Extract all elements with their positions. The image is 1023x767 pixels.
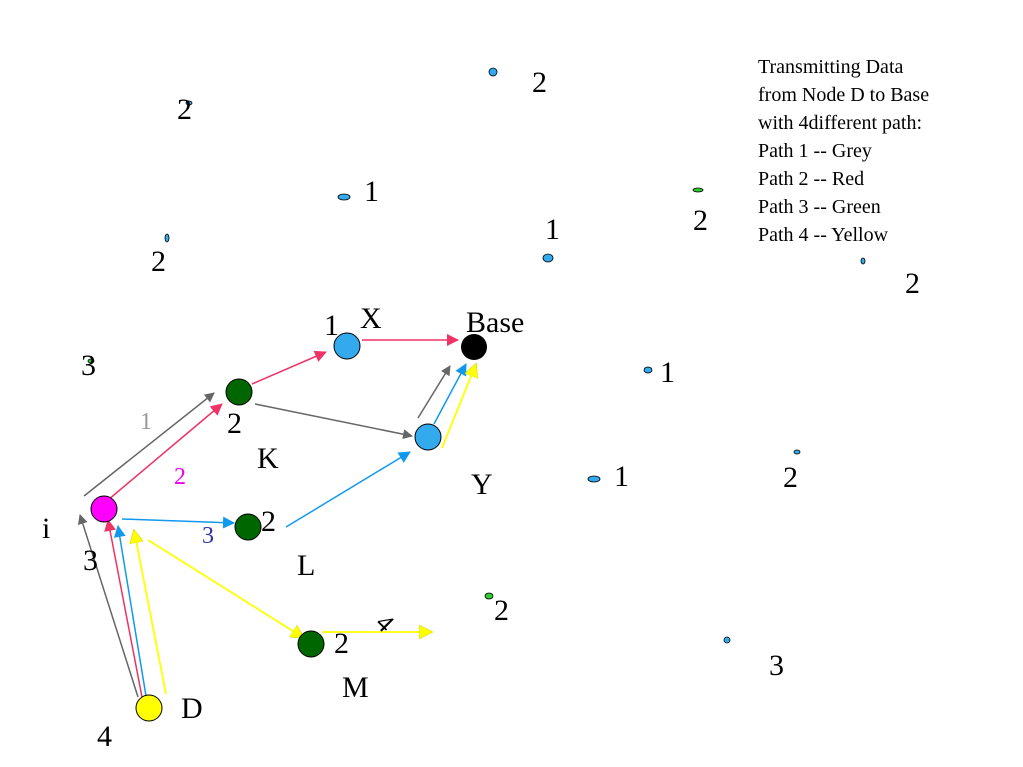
edge-i-l-blue (121, 516, 235, 529)
scatter-label: 2 (693, 204, 708, 237)
legend-line-7: Path 4 -- Yellow (758, 224, 889, 246)
sensor-dot (643, 366, 653, 374)
edge-i-k-red (107, 403, 223, 501)
label-x: X (360, 302, 382, 335)
scatter-label: 1 (614, 460, 629, 493)
sensor-dot (484, 592, 494, 600)
sensor-dot (542, 253, 554, 263)
node-l (234, 513, 262, 541)
sensor-dot (164, 233, 170, 243)
node-d (135, 694, 163, 722)
node-base (461, 334, 487, 360)
value-d: 4 (97, 720, 112, 753)
sensor-dot (185, 100, 193, 106)
edge-y-base-blue (433, 363, 467, 425)
scatter-label: 2 (532, 66, 547, 99)
label-l: L (297, 549, 315, 582)
node-i (90, 495, 118, 523)
edge-d-i-red (104, 519, 143, 698)
edge-i-m-yellow (147, 539, 304, 638)
legend-line-1: Transmitting Data (758, 56, 903, 78)
label-m: M (342, 671, 369, 704)
edge-d-i-blue (113, 525, 147, 697)
scatter-label: 1 (545, 213, 560, 246)
scatter-label: 3 (769, 649, 784, 682)
edge-k-y-grey (254, 403, 413, 440)
label-k: K (257, 442, 279, 475)
value-i: 3 (83, 544, 98, 577)
value-m: 2 (334, 627, 349, 660)
legend-line-4: Path 1 -- Grey (758, 140, 872, 162)
node-x (333, 332, 361, 360)
sensor-dot (692, 187, 704, 193)
value-x: 1 (324, 309, 339, 342)
edge-d-i-yellow (134, 530, 167, 695)
legend: Transmitting Data from Node D to Base wi… (758, 56, 929, 246)
label-base: Base (466, 306, 524, 339)
edge-k-x-red (251, 350, 327, 385)
scatter-label: 1 (364, 175, 379, 208)
node-m (297, 630, 325, 658)
scatter-label: 3 (81, 349, 96, 382)
scatter-label: 2 (783, 461, 798, 494)
path-label-2: 2 (174, 464, 186, 490)
sensor-dot (860, 257, 866, 265)
sensor-dot (587, 475, 601, 483)
scatter-label: 2 (905, 267, 920, 300)
path-label-1: 1 (140, 409, 152, 435)
sensor-dot (723, 636, 731, 644)
edge-y-base-grey (417, 365, 451, 419)
path-label-3: 3 (202, 523, 214, 549)
edge-y-base-yellow (441, 364, 476, 449)
scatter-label: 2 (494, 594, 509, 627)
label-y: Y (471, 468, 493, 501)
legend-line-5: Path 2 -- Red (758, 168, 864, 190)
sensor-dot (488, 67, 498, 77)
legend-line-2: from Node D to Base (758, 84, 929, 106)
scatter-label: 1 (660, 356, 675, 389)
legend-line-6: Path 3 -- Green (758, 196, 881, 218)
value-l: 2 (261, 505, 276, 538)
node-y (414, 423, 442, 451)
sensor-dot (337, 193, 351, 201)
edge-i-k-grey (83, 392, 215, 497)
scatter-label: 2 (151, 245, 166, 278)
sensor-dot (87, 358, 95, 364)
scatter-label: 2 (177, 93, 192, 126)
label-d: D (181, 692, 203, 725)
edge-l-y-blue (285, 451, 411, 528)
edge-d-i-grey (77, 514, 139, 698)
label-i: i (42, 512, 50, 545)
legend-line-3: with 4different path: (758, 112, 922, 134)
sensor-dot (793, 449, 801, 455)
path-label-4: 4 (370, 608, 400, 638)
node-k (225, 378, 253, 406)
value-k: 2 (227, 407, 242, 440)
